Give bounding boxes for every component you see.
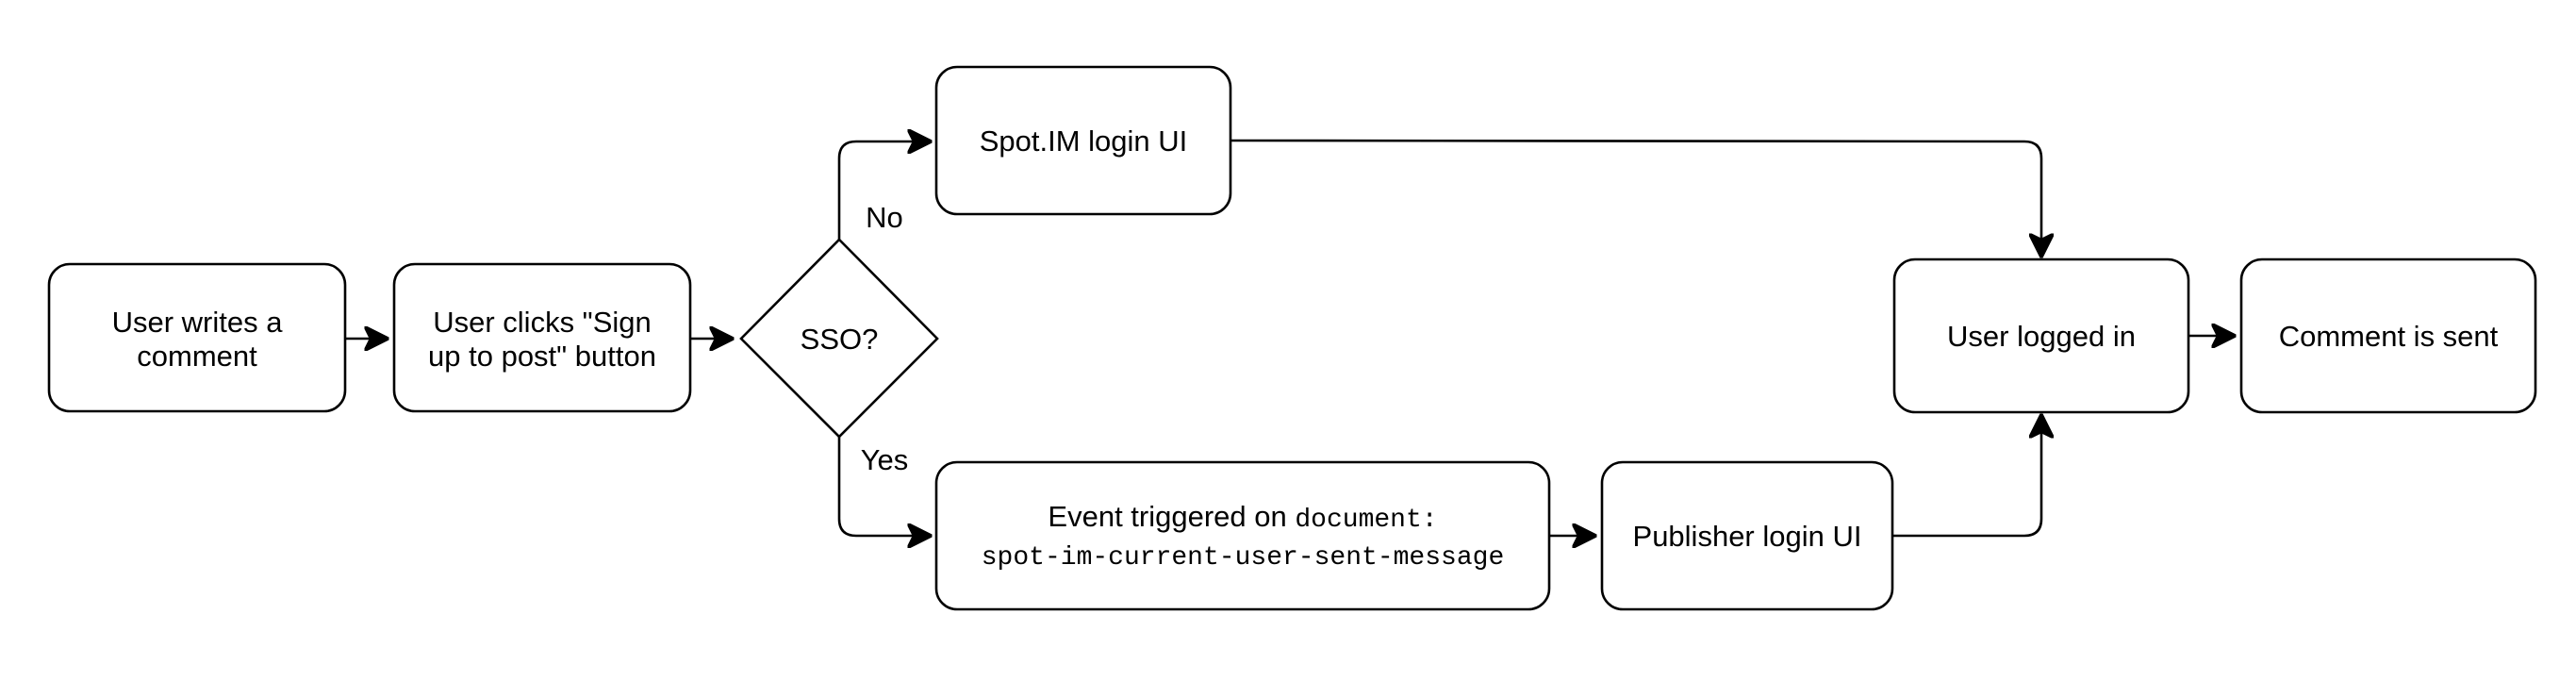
node-spotim-label: Spot.IM login UI (980, 125, 1188, 158)
edge-publisher-to-loggedin (1892, 416, 2041, 538)
node-user-clicks-signup: User clicks "Sign up to post" button (392, 262, 692, 413)
node-event-triggered: Event triggered on document: spot-im-cur… (934, 460, 1551, 611)
node-sso-decision: SSO? (739, 238, 939, 439)
node-event-prefix: Event triggered on (1048, 500, 1295, 533)
node-user-writes-line2: comment (137, 340, 257, 373)
edge-spotim-to-loggedin (1230, 139, 2041, 256)
node-sso-label: SSO? (801, 323, 879, 356)
node-publisher-label: Publisher login UI (1633, 520, 1862, 553)
node-event-line1: Event triggered on document: (1048, 500, 1437, 535)
node-logged-in-label: User logged in (1947, 320, 2136, 353)
node-event-name: spot-im-current-user-sent-message (982, 543, 1505, 573)
edge-sso-yes (837, 437, 930, 536)
node-publisher-login: Publisher login UI (1600, 460, 1894, 611)
node-comment-sent: Comment is sent (2239, 257, 2537, 414)
node-spotim-login: Spot.IM login UI (934, 65, 1232, 216)
edges (345, 141, 2234, 536)
edge-label-no: No (866, 201, 903, 234)
edge-sso-no (837, 141, 930, 240)
node-comment-sent-label: Comment is sent (2279, 320, 2499, 353)
node-user-logged-in: User logged in (1892, 257, 2190, 414)
node-event-code: document (1295, 506, 1421, 535)
node-user-clicks-line2: up to post" button (428, 340, 656, 373)
node-user-clicks-line1: User clicks "Sign (433, 306, 652, 339)
node-user-writes-comment: User writes a comment (47, 262, 347, 413)
node-user-writes-line1: User writes a (112, 306, 284, 339)
node-event-suffix: : (1422, 506, 1438, 535)
edge-label-yes: Yes (861, 443, 909, 476)
